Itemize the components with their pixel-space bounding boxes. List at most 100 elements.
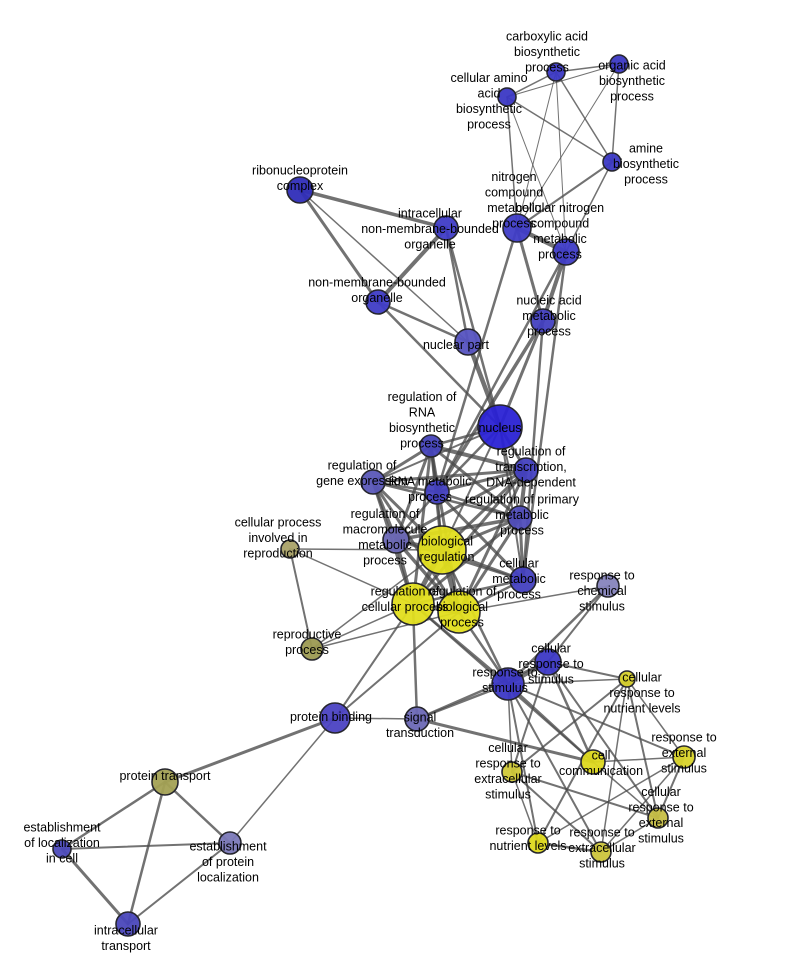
graph-edge-regbio-repro — [311, 611, 460, 650]
graph-edge-estprot-itrans — [127, 842, 231, 925]
graph-node-cellmet[interactable] — [509, 566, 537, 594]
graph-edge-pbind-ptrans — [163, 716, 337, 784]
graph-node-nitro[interactable] — [502, 213, 532, 243]
graph-node-org[interactable] — [609, 54, 629, 74]
graph-edge-crext-rextra — [600, 817, 659, 853]
graph-edge-org-amino — [506, 63, 620, 98]
graph-node-regcell[interactable] — [391, 582, 435, 626]
graph-node-repro[interactable] — [300, 637, 324, 661]
graph-node-pbind[interactable] — [319, 702, 351, 734]
graph-node-estloc[interactable] — [52, 839, 72, 859]
graph-edge-rstim-rext — [507, 683, 685, 758]
graph-node-crnut[interactable] — [618, 670, 636, 688]
graph-node-regrna[interactable] — [419, 434, 443, 458]
graph-edge-crnut-crextra — [511, 678, 628, 773]
graph-node-regmacro[interactable] — [382, 526, 410, 554]
graph-edge-carb-org — [555, 63, 620, 73]
graph-edge-carb-cnitro — [555, 71, 567, 253]
graph-node-nucleus[interactable] — [477, 404, 523, 450]
graph-node-itrans[interactable] — [115, 911, 141, 937]
graph-edge-inmb-nucleus — [444, 226, 502, 429]
graph-edge-ccomm-rext — [592, 756, 685, 763]
graph-node-estprot[interactable] — [218, 831, 242, 855]
graph-edge-cprepro-bioreg — [289, 548, 443, 551]
graph-node-crext[interactable] — [647, 807, 669, 829]
graph-edge-crextra-rnut — [511, 771, 539, 844]
graph-node-reggene[interactable] — [360, 469, 386, 495]
graph-edge-rstim-rextra — [507, 683, 602, 853]
graph-edge-crextra-crext — [511, 771, 659, 819]
graph-node-crstim[interactable] — [534, 648, 562, 676]
graph-node-rnut[interactable] — [527, 832, 549, 854]
graph-edge-carb-nitro — [516, 71, 557, 229]
graph-node-cnitro[interactable] — [552, 238, 580, 266]
graph-edge-cprepro-repro — [289, 548, 313, 650]
graph-node-rext[interactable] — [672, 745, 696, 769]
graph-edge-rstim-crnut — [507, 678, 628, 685]
graph-node-rstim[interactable] — [491, 667, 525, 701]
graph-edge-regtx-reggene — [371, 468, 528, 484]
node-layer — [52, 54, 696, 937]
graph-node-ptrans[interactable] — [151, 768, 179, 796]
graph-edge-regtx-rnamet — [435, 468, 528, 494]
graph-edge-org-nitro — [516, 63, 620, 229]
graph-node-npart[interactable] — [454, 328, 482, 356]
graph-edge-nucac-cellmet — [521, 319, 545, 582]
edge-layer — [60, 63, 685, 926]
graph-node-rextra[interactable] — [590, 841, 612, 863]
graph-edge-crnut-rext — [626, 678, 685, 758]
graph-edge-ptrans-estloc — [60, 780, 167, 851]
graph-edge-crstim-crextra — [511, 661, 549, 773]
graph-node-regprim[interactable] — [507, 505, 533, 531]
graph-edge-crextra-rextra — [511, 771, 602, 853]
graph-edge-repro-bioreg — [311, 549, 443, 650]
graph-edge-estloc-itrans — [60, 847, 130, 926]
graph-node-nmb[interactable] — [365, 289, 391, 315]
graph-node-ribo[interactable] — [286, 176, 314, 204]
graph-node-amine[interactable] — [602, 152, 622, 172]
graph-edge-amine-nitro — [516, 161, 613, 229]
graph-node-bioreg[interactable] — [417, 525, 467, 575]
graph-node-rnamet[interactable] — [424, 479, 450, 505]
graph-edge-respchem-rstim — [506, 584, 610, 686]
graph-edge-carb-amine — [555, 71, 613, 163]
graph-edge-amine-cnitro — [565, 161, 613, 253]
graph-edge-regtx-regmacro — [394, 468, 528, 542]
graph-edge-regbio-respchem — [458, 585, 609, 613]
graph-edge-crnut-crext — [626, 678, 659, 819]
graph-edge-crstim-crext — [547, 661, 659, 819]
graph-edge-org-amine — [611, 63, 620, 163]
graph-edge-inmb-npart — [444, 226, 470, 344]
graph-edge-cnitro-cellmet — [521, 250, 568, 582]
graph-edge-regrna-regtx — [429, 444, 528, 472]
graph-edge-regbio-pbind — [334, 611, 460, 719]
graph-edge-regprim-regmacro — [394, 516, 522, 542]
graph-node-regtx[interactable] — [513, 457, 539, 483]
graph-edge-estprot-pbind — [229, 717, 336, 844]
graph-node-regbio[interactable] — [437, 590, 481, 634]
graph-edge-crstim-ccomm — [546, 660, 595, 764]
graph-node-crextra[interactable] — [501, 761, 523, 783]
graph-node-carb[interactable] — [546, 62, 566, 82]
graph-edge-ribo-nmb — [298, 188, 380, 304]
graph-edge-crnut-rextra — [600, 678, 628, 853]
graph-edge-amino-cnitro — [506, 96, 567, 253]
graph-node-amino[interactable] — [497, 87, 517, 107]
graph-node-ccomm[interactable] — [580, 749, 606, 775]
graph-edge-respchem-crstim — [547, 585, 609, 663]
graph-node-sigtx[interactable] — [404, 706, 430, 732]
graph-edge-ptrans-itrans — [126, 780, 167, 926]
graph-node-cprepro[interactable] — [280, 539, 300, 559]
graph-edge-regcell-pbind — [334, 603, 414, 719]
graph-edge-sigtx-ccomm — [415, 717, 595, 764]
graph-edge-estloc-estprot — [61, 842, 231, 850]
graph-node-inmb[interactable] — [433, 215, 459, 241]
graph-node-nucac[interactable] — [530, 308, 556, 334]
graph-edge-ribo-inmb — [298, 188, 448, 230]
graph-node-respchem[interactable] — [596, 574, 620, 598]
